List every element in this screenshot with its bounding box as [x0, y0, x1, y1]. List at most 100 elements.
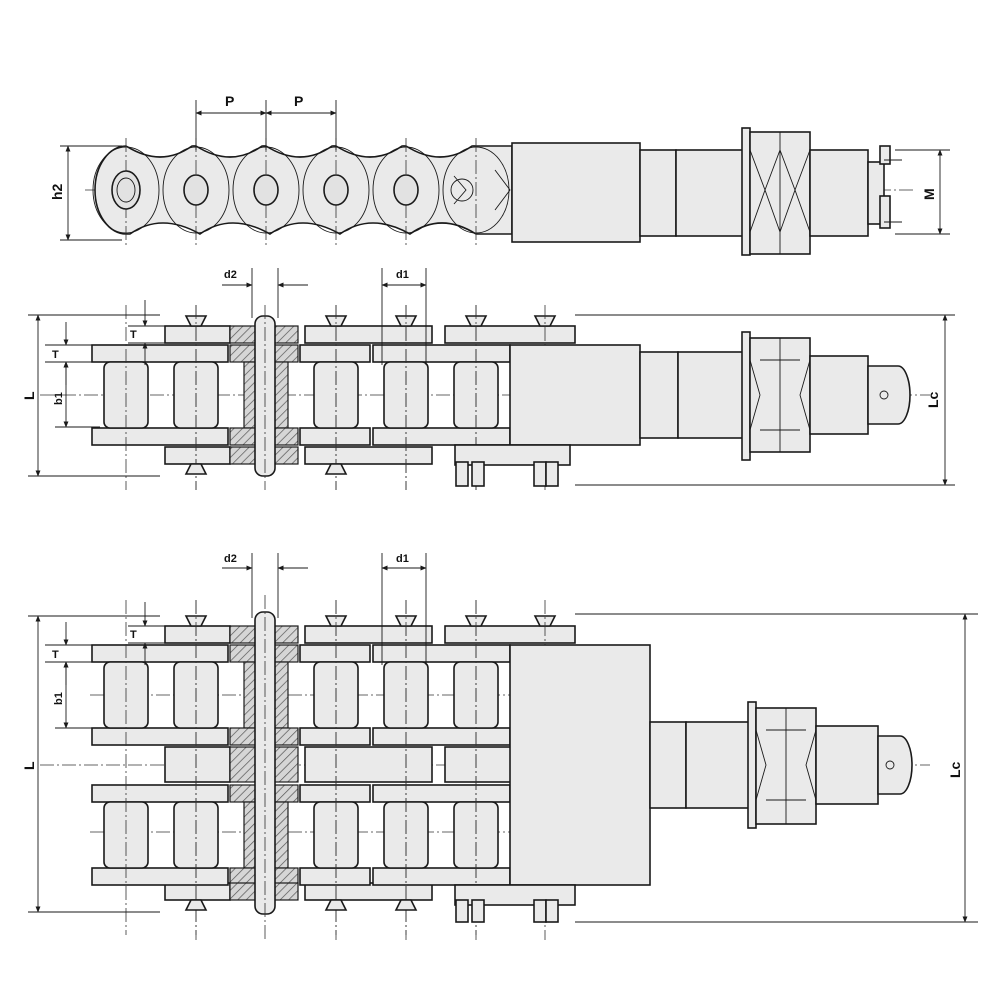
bolt-length-label-2: Lc: [947, 761, 963, 778]
bolt-tip: [877, 735, 913, 795]
length-label-1: L: [21, 391, 37, 400]
inner-plate: [91, 427, 229, 446]
pin-head: [324, 463, 348, 475]
thread-end: [809, 355, 869, 435]
clamp-block: [509, 344, 641, 446]
split-pin-hole: [885, 760, 895, 770]
roller-diameter-label-2: d1: [396, 553, 409, 565]
split-pin: [453, 175, 467, 205]
clamp-screw: [545, 461, 559, 487]
side-links: [92, 138, 557, 246]
pin-head: [533, 315, 557, 327]
washer: [741, 127, 751, 256]
inner-plate: [372, 784, 511, 803]
clamp-block: [509, 644, 651, 886]
middle-plate: [304, 746, 433, 783]
pin-hole: [323, 174, 349, 206]
plate-thickness-label-3: T: [130, 629, 137, 641]
clamp-screw: [471, 899, 485, 923]
double-strand-view: d2 d1 T T b1 L Lc: [21, 553, 978, 940]
inner-plate: [91, 727, 229, 746]
chain-side-outline: [94, 145, 513, 235]
washer: [741, 331, 751, 461]
inner-plate: [372, 727, 511, 746]
inner-plate: [299, 344, 371, 363]
inner-plate: [91, 784, 229, 803]
outer-plate: [444, 325, 576, 344]
pin-hole: [393, 174, 419, 206]
pin-diameter-label-1: d2: [224, 269, 237, 281]
split-pin-hole: [879, 390, 889, 400]
inner-plate: [372, 427, 511, 446]
pin-head: [184, 463, 208, 475]
split-pin-eye: [450, 178, 474, 202]
pin-head: [394, 315, 418, 327]
bolt-tip: [867, 365, 911, 425]
bolt-shank: [649, 721, 687, 809]
pin-head: [464, 615, 488, 627]
clamp-screw: [533, 899, 547, 923]
pin-diameter-label-2: d2: [224, 553, 237, 565]
outer-plate: [164, 625, 231, 644]
outer-plate: [164, 446, 231, 465]
plate-thickness-label-4: T: [52, 649, 59, 661]
pin-head: [464, 315, 488, 327]
inner-plate: [91, 644, 229, 663]
inner-plate: [299, 427, 371, 446]
thread-end: [809, 149, 869, 237]
outer-plate: [304, 325, 433, 344]
inner-plate: [299, 644, 371, 663]
inner-plate: [299, 784, 371, 803]
inner-width-label-2: b1: [53, 692, 65, 705]
middle-plate: [164, 746, 231, 783]
pin-head: [533, 615, 557, 627]
thread-end: [815, 725, 879, 805]
pin-head: [184, 315, 208, 327]
inner-width-label-1: b1: [53, 392, 65, 405]
pin-hole: [183, 174, 209, 206]
pin-head: [184, 615, 208, 627]
bolt-body: [675, 149, 749, 237]
bolt-shank: [639, 149, 677, 237]
plate-thickness-label-1: T: [130, 329, 137, 341]
nut-edges: [755, 708, 817, 824]
plate-thickness-label-2: T: [52, 349, 59, 361]
bolt-body: [677, 351, 747, 439]
thread-label: M: [921, 188, 937, 200]
pin-head: [394, 615, 418, 627]
side-view: P P h2 M: [49, 93, 950, 256]
inner-plate: [91, 344, 229, 363]
single-strand-body: [91, 305, 911, 490]
inner-plate: [91, 867, 229, 886]
inner-plate: [299, 727, 371, 746]
pitch-label-2: P: [294, 93, 303, 109]
pin-hole: [111, 170, 141, 210]
single-strand-view: d2 d1 T T b1 L Lc: [21, 268, 955, 490]
split-pin-top: [879, 145, 891, 165]
pin-head: [394, 899, 418, 911]
outer-plate: [164, 325, 231, 344]
pin-hole: [253, 174, 279, 206]
nut-edges: [749, 338, 811, 452]
pin-head: [324, 615, 348, 627]
pitch-label-1: P: [225, 93, 234, 109]
clamp-block: [511, 142, 641, 243]
pin-hole-inner: [116, 177, 136, 203]
plate-height-label: h2: [49, 183, 65, 200]
clamp-screw: [533, 461, 547, 487]
washer: [747, 701, 757, 829]
pin-head: [184, 899, 208, 911]
inner-plate: [372, 344, 511, 363]
clamp-base: [454, 444, 571, 466]
length-label-2: L: [21, 761, 37, 770]
pin-head: [324, 899, 348, 911]
roller-diameter-label-1: d1: [396, 269, 409, 281]
outer-plate: [444, 625, 576, 644]
clamp-screw: [545, 899, 559, 923]
bolt-length-label-1: Lc: [925, 391, 941, 408]
clamp-screw: [471, 461, 485, 487]
clamp-screw: [455, 461, 469, 487]
bolt-body: [685, 721, 751, 809]
double-strand-body: [91, 595, 913, 940]
